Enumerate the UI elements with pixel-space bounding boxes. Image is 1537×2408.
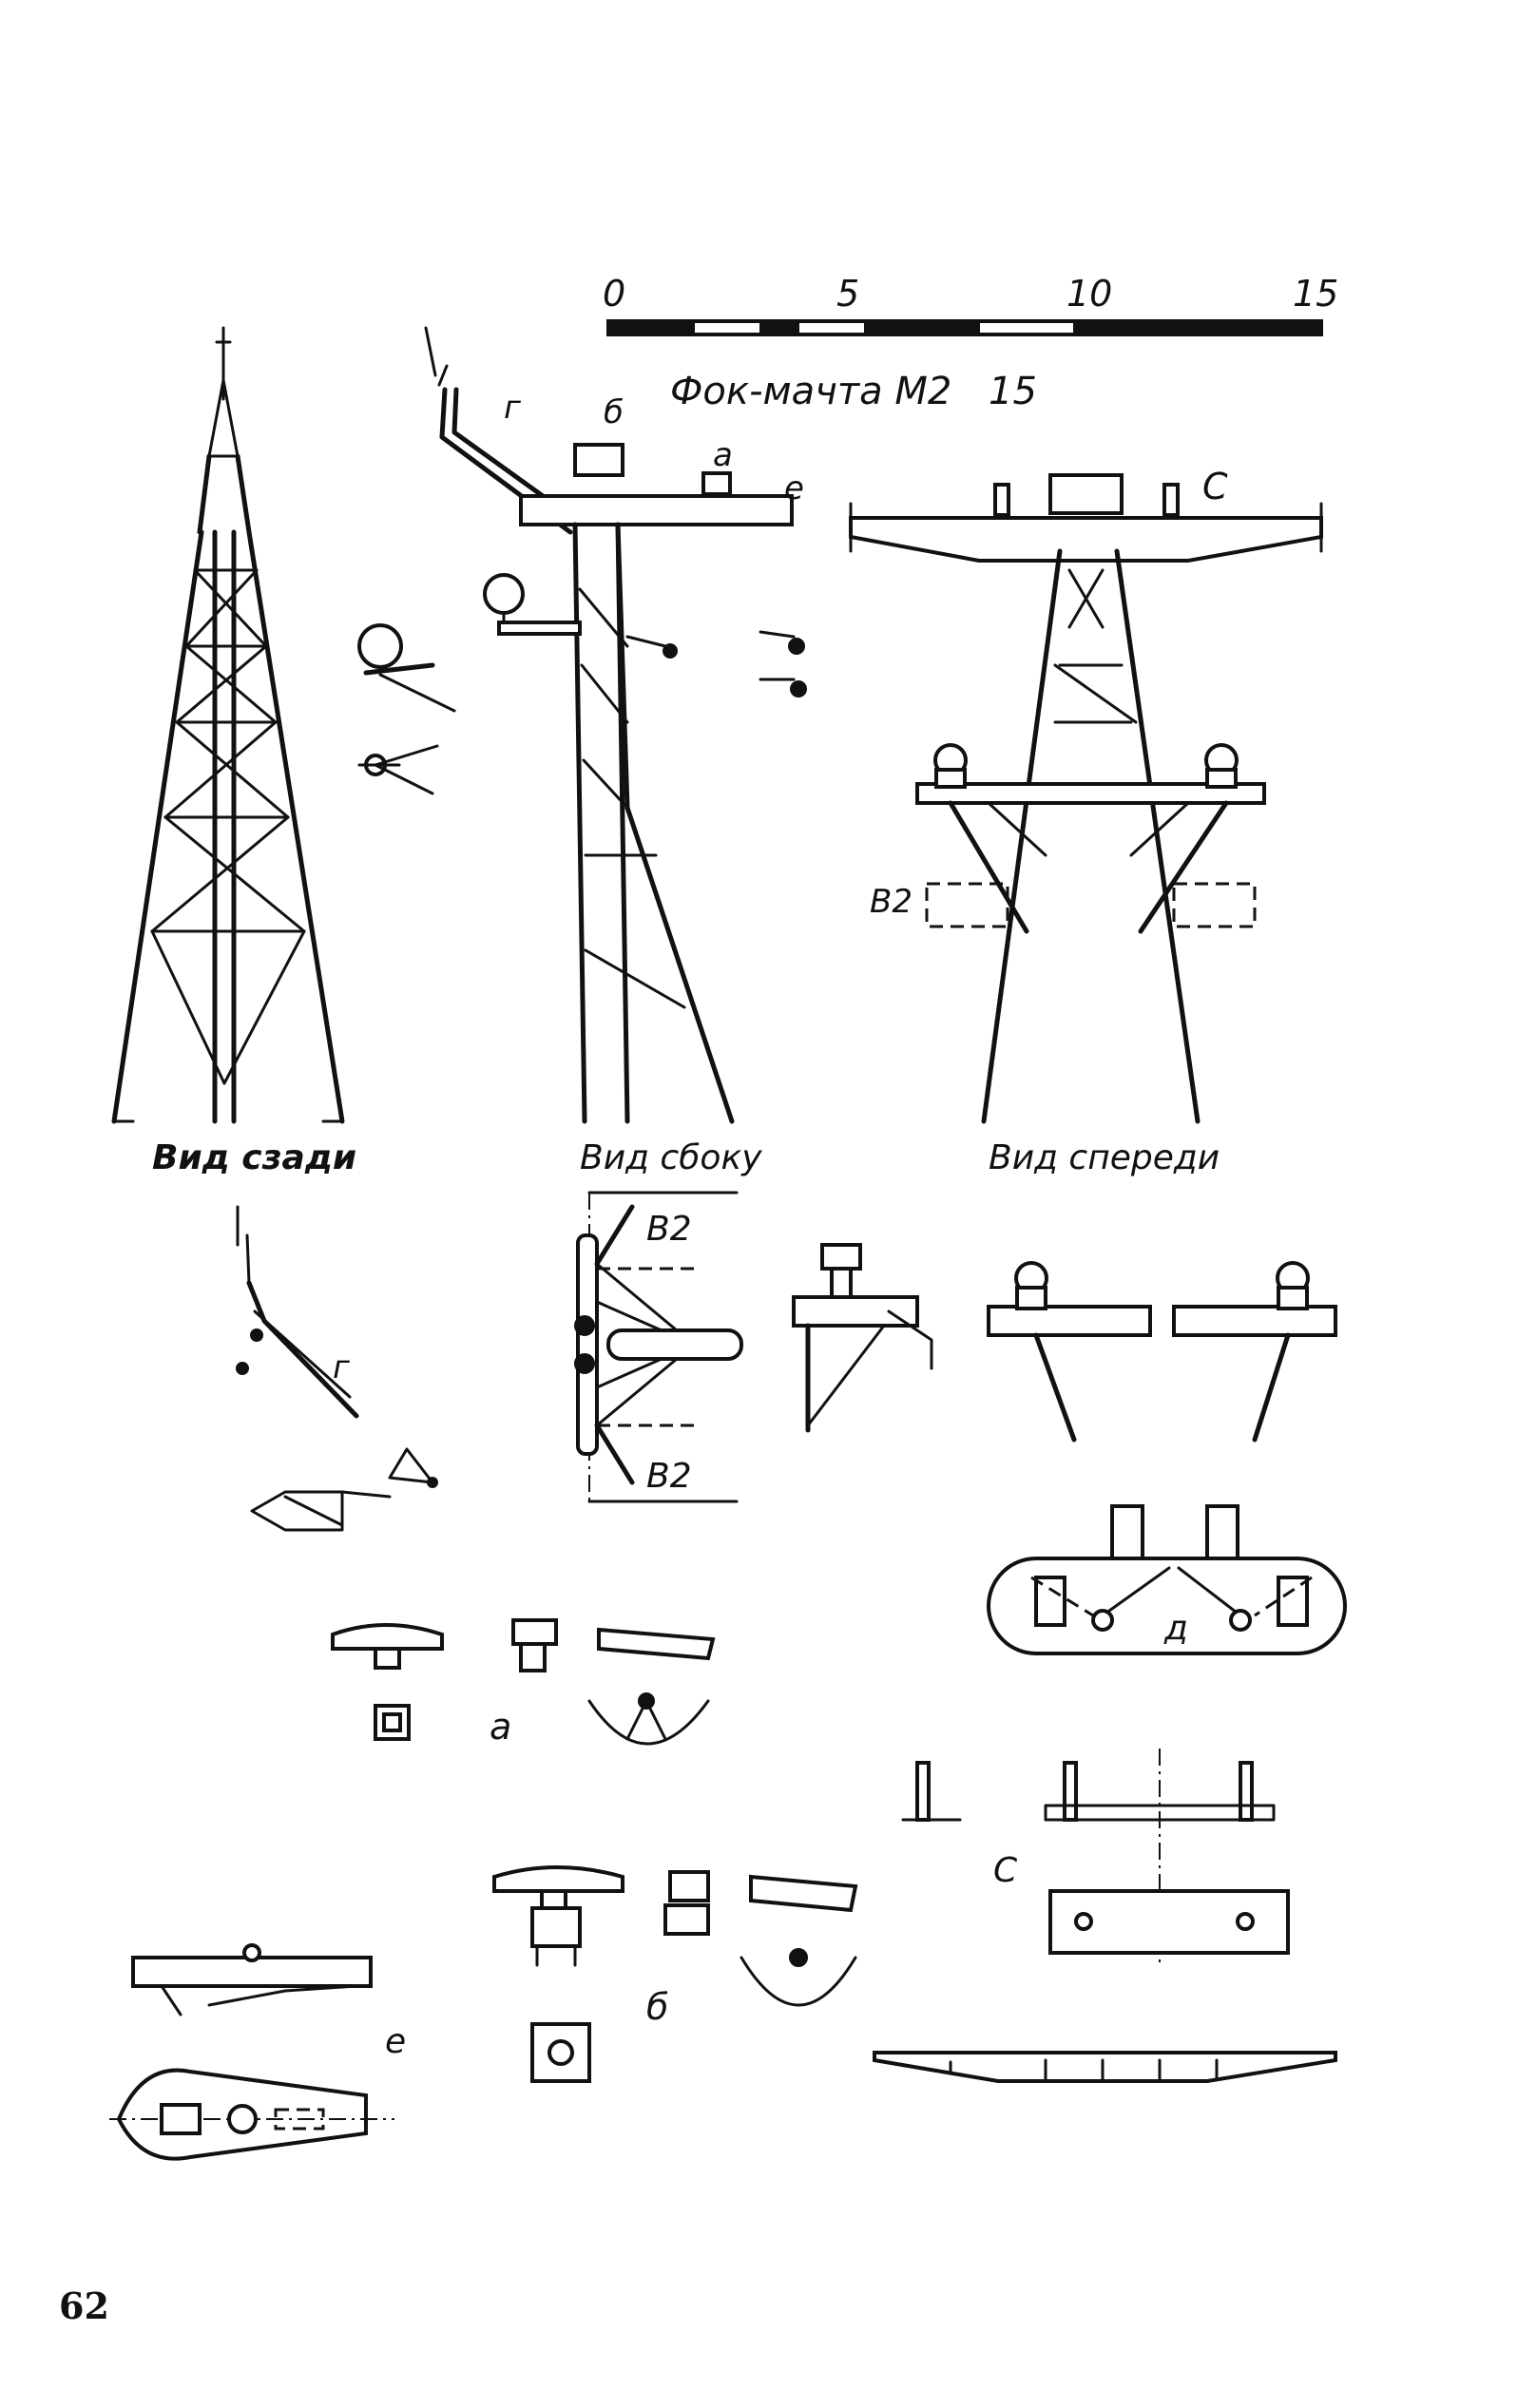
callout-b: б (604, 393, 624, 431)
detail-front-lower-platform (987, 1261, 1337, 1443)
scale-bar-segment (1073, 320, 1322, 335)
scale-bar-segment (759, 320, 799, 335)
rear-view-label: Вид сзади (152, 1138, 356, 1177)
detail-label-v2-top: В2 (646, 1210, 692, 1249)
detail-label-e: е (385, 2022, 406, 2061)
side-view-label: Вид сбоку (580, 1138, 762, 1177)
scale-tick-label: 15 (1293, 273, 1338, 315)
front-view-mast (849, 473, 1323, 1124)
detail-label-g: г (333, 1348, 351, 1386)
detail-label-c: С (993, 1851, 1018, 1890)
callout-c: С (1202, 466, 1228, 507)
scale-bar-segment (607, 320, 695, 335)
front-platform-elevation (873, 2051, 1337, 2083)
detail-c (901, 1749, 1290, 1967)
antenna-detail (357, 623, 456, 795)
radar-unit-front (1048, 473, 1124, 515)
detail-label-a: а (490, 1706, 511, 1748)
drawing-title-scale: 15 (989, 370, 1037, 413)
detail-g (236, 1205, 438, 1532)
scale-bar-segment (864, 320, 980, 335)
callout-e: е (784, 469, 804, 507)
scale-bar: 0 5 10 15 (603, 273, 1338, 336)
detail-b-searchlight (492, 1865, 858, 2083)
callout-a: а (713, 436, 733, 474)
drawing-title: Фок-мачта М2 (670, 370, 951, 413)
detail-radar-bracket (792, 1243, 933, 1433)
side-view-platform (519, 494, 794, 526)
radar-unit (573, 443, 624, 477)
callout-g: г (504, 389, 522, 427)
lamp-unit (701, 471, 732, 496)
detail-label-d: д (1163, 1609, 1188, 1648)
detail-a-searchlight (331, 1618, 716, 1746)
side-view-mast (424, 326, 807, 1124)
callout-v2: В2 (870, 883, 913, 921)
page-number: 62 (59, 2284, 109, 2327)
detail-label-b: б (646, 1986, 668, 2028)
rear-view-mast (111, 326, 345, 1124)
detail-v2-plan (574, 1191, 743, 1503)
scale-tick-label: 10 (1066, 273, 1112, 315)
front-view-top-platform (849, 516, 1323, 563)
detail-label-v2-bottom: В2 (646, 1457, 692, 1496)
front-view-label: Вид спереди (989, 1138, 1220, 1177)
scale-tick-label: 5 (836, 273, 859, 315)
v2-outline-left (925, 882, 1009, 928)
detail-d-platform-plan (987, 1504, 1347, 1655)
v2-outline-right (1172, 882, 1257, 928)
detail-e-platform (109, 1943, 394, 2161)
front-view-lower-platform (915, 782, 1266, 805)
scale-tick-label: 0 (603, 273, 625, 315)
